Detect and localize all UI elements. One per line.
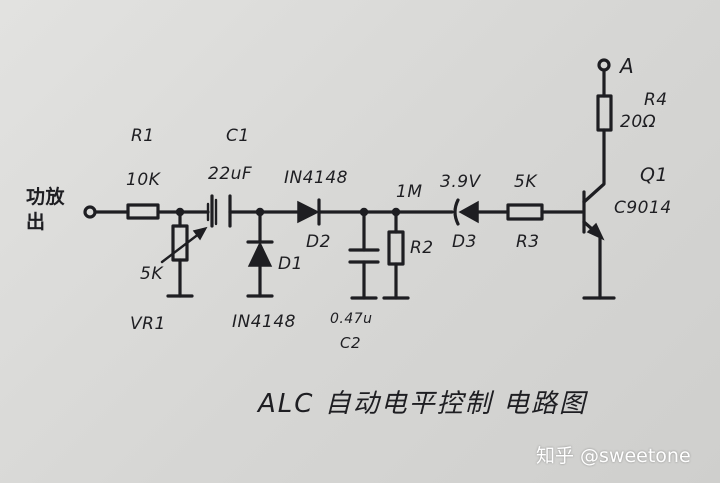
r4-name: R4: [644, 90, 668, 110]
d1-name: D1: [278, 254, 303, 274]
diode-d2-body: [297, 200, 320, 224]
capacitor-c1-inner: [206, 198, 218, 226]
r2-value: 1M: [396, 182, 423, 202]
d2-part: IN4148: [284, 168, 348, 188]
r1-name: R1: [131, 126, 155, 146]
resistor-r4: [596, 94, 613, 132]
zener-d3-body: [458, 200, 479, 224]
c2-value: 0.47u: [330, 311, 373, 327]
input-label-line1: 功放出: [26, 188, 65, 232]
r4-value: 20Ω: [620, 112, 657, 132]
diagram-title: ALC 自动电平控制 电路图: [258, 389, 587, 419]
transistor-q1-arrow: [586, 222, 605, 241]
watermark: 知乎 @sweetone: [536, 445, 691, 467]
q1-part: C9014: [614, 198, 672, 218]
potentiometer-vr1: [171, 224, 189, 262]
vr1-arrowhead: [192, 226, 208, 241]
r2-name: R2: [410, 238, 434, 258]
input-label: 功放出: [26, 186, 66, 233]
r1-value: 10K: [126, 170, 161, 190]
vr1-value: 5K: [140, 264, 163, 284]
resistor-r3: [506, 203, 544, 221]
d1-part: IN4148: [232, 312, 296, 332]
resistor-r1: [126, 203, 160, 220]
c2-name: C2: [340, 334, 362, 352]
c1-name: C1: [226, 126, 250, 146]
terminal-a: [597, 58, 611, 72]
c1-value: 22uF: [208, 164, 253, 184]
d2-name: D2: [306, 232, 331, 252]
q1-name: Q1: [640, 164, 669, 186]
zener-d3-bar: [453, 198, 460, 226]
d3-name: D3: [452, 232, 477, 252]
diode-d1-body: [247, 241, 273, 267]
r3-value: 5K: [514, 172, 537, 192]
r3-name: R3: [516, 232, 540, 252]
d3-value: 3.9V: [440, 172, 481, 192]
node-a-label: A: [620, 54, 635, 78]
vr1-name: VR1: [130, 314, 166, 334]
resistor-r2: [387, 230, 405, 266]
transistor-q1-collector: [582, 128, 606, 204]
